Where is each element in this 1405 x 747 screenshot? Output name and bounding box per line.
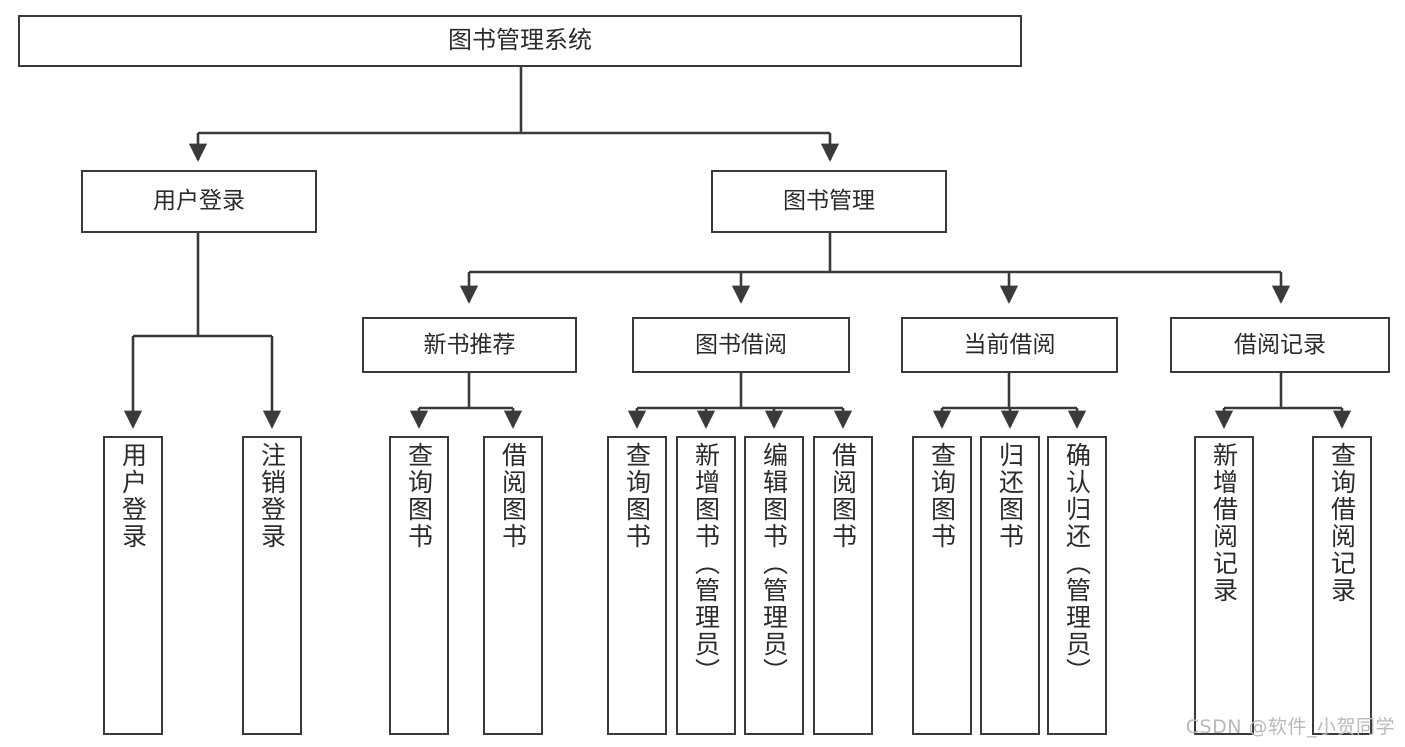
node-label: 当前借阅 (963, 331, 1056, 358)
leaf-user-login[interactable]: 用户登录 (103, 436, 163, 735)
node-label: 借阅图书 (828, 442, 858, 550)
node-label: 确认归还（管理员） (1062, 442, 1092, 685)
leaf-add-borrow-record[interactable]: 新增借阅记录 (1194, 436, 1254, 735)
node-label: 图书管理系统 (448, 26, 592, 55)
node-label: 编辑图书（管理员） (759, 442, 789, 685)
node-label: 新书推荐 (423, 331, 516, 358)
node-label: 注销登录 (257, 442, 287, 550)
node-current-borrow[interactable]: 当前借阅 (901, 317, 1118, 373)
leaf-borrow-book[interactable]: 借阅图书 (813, 436, 873, 735)
node-label: 查询借阅记录 (1327, 442, 1357, 604)
watermark-text: CSDN @软件_小贺同学 (1185, 716, 1395, 738)
node-label: 查询图书 (622, 442, 652, 550)
node-label: 新增借阅记录 (1209, 442, 1239, 604)
node-label: 新增图书（管理员） (691, 442, 721, 685)
node-book-manage[interactable]: 图书管理 (711, 170, 947, 233)
node-label: 归还图书 (995, 442, 1025, 550)
node-label: 图书借阅 (695, 331, 787, 358)
leaf-logout[interactable]: 注销登录 (242, 436, 302, 735)
node-label: 查询图书 (927, 442, 957, 550)
leaf-borrow-book-recommend[interactable]: 借阅图书 (483, 436, 543, 735)
leaf-query-book-current[interactable]: 查询图书 (912, 436, 972, 735)
leaf-add-book-admin[interactable]: 新增图书（管理员） (676, 436, 736, 735)
node-label: 用户登录 (153, 188, 245, 215)
node-root-system[interactable]: 图书管理系统 (18, 15, 1022, 67)
node-book-borrow[interactable]: 图书借阅 (632, 317, 850, 373)
leaf-query-book-borrow[interactable]: 查询图书 (607, 436, 667, 735)
node-label: 借阅记录 (1234, 331, 1326, 358)
leaf-edit-book-admin[interactable]: 编辑图书（管理员） (744, 436, 804, 735)
leaf-return-book[interactable]: 归还图书 (980, 436, 1040, 735)
node-new-book-recommend[interactable]: 新书推荐 (362, 317, 577, 373)
leaf-confirm-return-admin[interactable]: 确认归还（管理员） (1047, 436, 1107, 735)
node-label: 用户登录 (118, 442, 148, 550)
node-borrow-record[interactable]: 借阅记录 (1170, 317, 1390, 373)
leaf-query-borrow-record[interactable]: 查询借阅记录 (1312, 436, 1372, 735)
leaf-query-book-recommend[interactable]: 查询图书 (389, 436, 449, 735)
node-label: 图书管理 (783, 188, 875, 215)
node-user-login[interactable]: 用户登录 (81, 170, 317, 233)
node-label: 借阅图书 (498, 442, 528, 550)
node-label: 查询图书 (404, 442, 434, 550)
